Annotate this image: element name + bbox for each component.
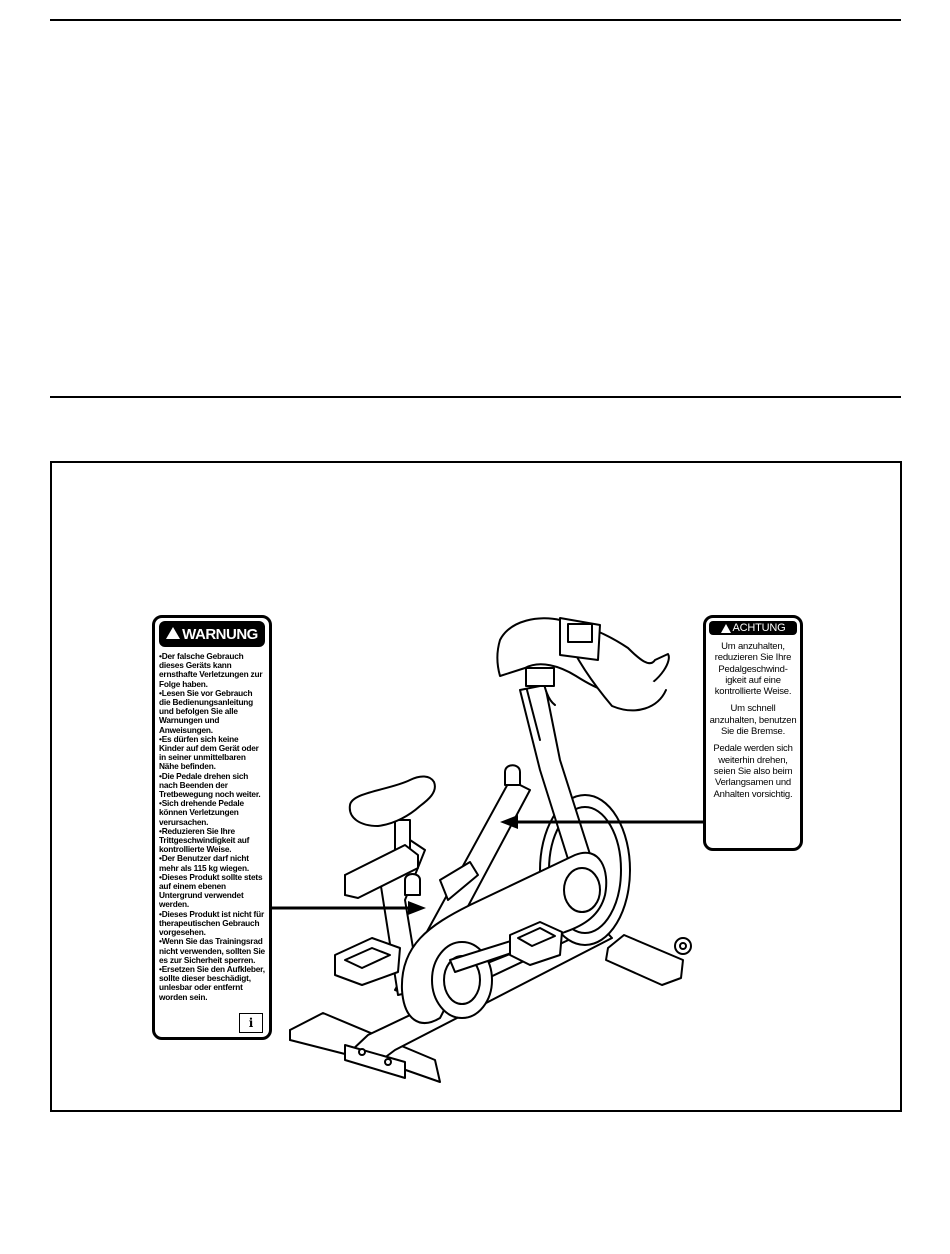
warning-label-title: WARNUNG bbox=[182, 625, 258, 643]
manual-icon-glyph: i bbox=[248, 1016, 254, 1030]
caution-label: ACHTUNG Um anzuhalten, reduzieren Sie Ih… bbox=[703, 615, 803, 851]
middle-rule bbox=[50, 396, 901, 398]
warning-list: Der falsche Gebrauch dieses Geräts kann … bbox=[159, 651, 265, 1002]
caution-paragraph: Um schnell anzuhalten, benutzen Sie die … bbox=[709, 703, 797, 738]
warning-label: WARNUNG Der falsche Gebrauch dieses Gerä… bbox=[152, 615, 272, 1040]
warning-triangle-icon bbox=[166, 627, 181, 639]
warning-item: Ersetzen Sie den Aufkleber, sollte diese… bbox=[159, 964, 265, 1002]
caution-pointer-arrowhead bbox=[500, 815, 518, 829]
bottle-holder bbox=[439, 861, 479, 901]
warning-pointer-arrowhead bbox=[408, 901, 426, 915]
warning-item: Lesen Sie vor Gebrauch die Bedienungsanl… bbox=[159, 688, 265, 735]
caution-label-header: ACHTUNG bbox=[709, 621, 797, 635]
warning-item: Reduzieren Sie Ihre Trittgeschwindigkeit… bbox=[159, 826, 265, 855]
manual-book-icon: i bbox=[239, 1013, 263, 1033]
warning-item: Dieses Produkt ist nicht für therapeutis… bbox=[159, 909, 265, 938]
figure-frame bbox=[50, 461, 902, 1112]
warning-item: Die Pedale drehen sich nach Beenden der … bbox=[159, 771, 265, 800]
warning-item: Der falsche Gebrauch dieses Geräts kann … bbox=[159, 651, 265, 689]
resistance-knob bbox=[504, 764, 521, 786]
warning-item: Dieses Produkt sollte stets auf einem eb… bbox=[159, 872, 265, 910]
rear-stabilizer bbox=[605, 934, 684, 986]
caution-text: Um anzuhalten, reduzieren Sie Ihre Pedal… bbox=[709, 641, 797, 800]
caution-paragraph: Pedale werden sich weiterhin drehen, sei… bbox=[713, 743, 793, 800]
seat bbox=[348, 775, 436, 827]
caution-paragraph: Um anzuhalten, reduzieren Sie Ihre Pedal… bbox=[714, 641, 792, 698]
top-rule bbox=[50, 19, 901, 21]
warning-item: Der Benutzer darf nicht mehr als 115 kg … bbox=[159, 854, 265, 873]
warning-item: Wenn Sie das Trainingsrad nicht verwende… bbox=[159, 937, 265, 965]
caution-label-title: ACHTUNG bbox=[732, 622, 786, 634]
warning-item: Es dürfen sich keine Kinder auf dem Gerä… bbox=[159, 734, 265, 772]
warning-item: Sich drehende Pedale können Verletzungen… bbox=[159, 799, 265, 827]
warning-label-header: WARNUNG bbox=[159, 621, 265, 647]
handlebar-clamp bbox=[525, 667, 555, 687]
caution-triangle-icon bbox=[720, 623, 731, 633]
